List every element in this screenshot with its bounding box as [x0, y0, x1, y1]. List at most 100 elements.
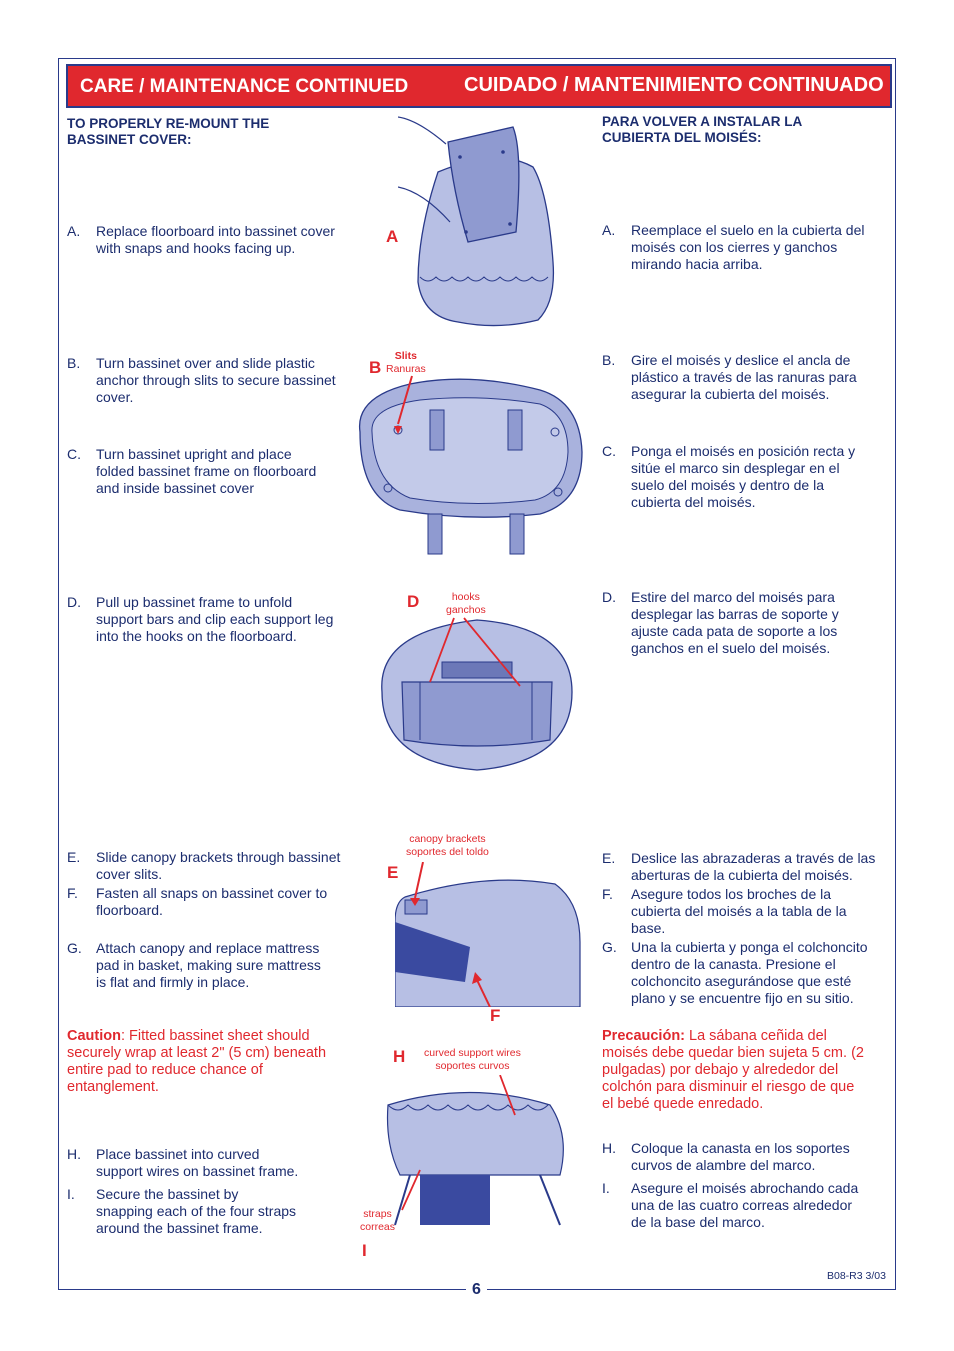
step-line: snapping each of the four straps	[96, 1203, 297, 1219]
heading-line: CUBIERTA DEL MOISÉS:	[602, 130, 762, 145]
step-letter: I.	[602, 1180, 610, 1196]
caution-line: La sábana ceñida del	[685, 1028, 827, 1044]
step-letter: H.	[67, 1146, 81, 1162]
illustration-d	[381, 617, 573, 771]
step-line: mirando hacia arriba.	[631, 256, 763, 272]
figure-label-f: F	[490, 1006, 501, 1025]
step-line: suelo del moisés y dentro de la	[631, 477, 824, 493]
illustration-h	[386, 1075, 564, 1226]
illustration-b	[358, 375, 583, 555]
figure-label-a: A	[386, 227, 399, 246]
step-letter: G.	[602, 939, 617, 955]
step-line: base.	[631, 920, 666, 936]
callout-text: curved support wires	[424, 1047, 521, 1059]
step-line: Coloque la canasta en los soportes	[631, 1140, 850, 1156]
step-line: Attach canopy and replace mattress	[96, 940, 320, 956]
illustration-e	[395, 862, 581, 1007]
step-line: curvos de alambre del marco.	[631, 1157, 816, 1173]
callout-text: ganchos	[446, 604, 486, 616]
step-line: desplegar las barras de soporte y	[631, 606, 839, 622]
step-line: Estire del marco del moisés para	[631, 589, 835, 605]
step-line: support bars and clip each support leg	[96, 611, 334, 627]
section-header: CARE / MAINTENANCE CONTINUED CUIDADO / M…	[66, 64, 892, 108]
step-line: Slide canopy brackets through bassinet	[96, 849, 341, 865]
step-line: into the hooks on the floorboard.	[96, 628, 297, 644]
step-line: de la base del marco.	[631, 1214, 765, 1230]
callout-slits: Slits Ranuras	[386, 350, 426, 376]
step-line: moisés con los cierres y ganchos	[631, 239, 838, 255]
step-line: pad in basket, making sure mattress	[96, 957, 321, 973]
step-line: support wires on bassinet frame.	[96, 1163, 299, 1179]
callout-text: canopy brackets	[409, 833, 486, 845]
step-line: plano y se encuentre fijo en su sitio.	[631, 990, 854, 1006]
figure-label-i: I	[362, 1241, 367, 1260]
caution-line: pulgadas) por debajo y alrededor del	[602, 1062, 839, 1078]
caution-line: : Fitted bassinet sheet should	[120, 1028, 310, 1044]
heading-line: PARA VOLVER A INSTALAR LA	[602, 114, 803, 129]
step-line: Asegure todos los broches de la	[631, 886, 832, 902]
callout-canopy-brackets: canopy brackets soportes del toldo	[406, 833, 489, 859]
step-letter: B.	[67, 355, 81, 371]
step-line: Pull up bassinet frame to unfold	[96, 594, 293, 610]
step-line: Gire el moisés y deslice el ancla de	[631, 352, 851, 368]
step-letter: A.	[602, 222, 616, 238]
step-line: Secure the bassinet by	[96, 1186, 239, 1202]
callout-text: hooks	[451, 591, 480, 603]
step-line: anchor through slits to secure bassinet	[96, 372, 336, 388]
figure-label-h: H	[393, 1047, 406, 1066]
callout-text: soportes curvos	[435, 1060, 510, 1072]
step-line: folded bassinet frame on floorboard	[96, 463, 317, 479]
step-letter: H.	[602, 1140, 616, 1156]
header-title-en: CARE / MAINTENANCE CONTINUED	[80, 76, 409, 97]
caution-line: entire pad to reduce chance of	[67, 1062, 263, 1078]
step-line: cover.	[96, 389, 134, 405]
step-line: Turn bassinet over and slide plastic	[96, 355, 315, 371]
callout-text: Slits	[394, 350, 417, 362]
step-line: with snaps and hooks facing up.	[96, 240, 296, 256]
step-letter: I.	[67, 1186, 75, 1202]
step-line: floorboard.	[96, 902, 163, 918]
step-line: around the bassinet frame.	[96, 1220, 263, 1236]
step-letter: A.	[67, 223, 81, 239]
step-letter: C.	[67, 446, 81, 462]
caution-label: Caution	[67, 1028, 121, 1044]
document-code: B08-R3 3/03	[827, 1270, 886, 1282]
step-line: Place bassinet into curved	[96, 1146, 260, 1162]
step-line: cubierta del moisés.	[631, 494, 756, 510]
caution-label: Precaución:	[602, 1028, 685, 1044]
step-line: una de las cuatro correas alrededor	[631, 1197, 853, 1213]
step-line: asegurar la cubierta del moisés.	[631, 386, 830, 402]
figure-label-e: E	[387, 863, 399, 882]
step-letter: G.	[67, 940, 82, 956]
illustration-a	[398, 116, 555, 327]
step-line: ganchos en el suelo del moisés.	[631, 640, 831, 656]
english-heading: TO PROPERLY RE-MOUNT THE BASSINET COVER:	[67, 116, 269, 148]
page-number: 6	[466, 1281, 487, 1299]
spanish-heading: PARA VOLVER A INSTALAR LA CUBIERTA DEL M…	[602, 114, 802, 146]
caution-line: securely wrap at least 2" (5 cm) beneath	[67, 1045, 327, 1061]
step-letter: E.	[67, 849, 81, 865]
step-line: cubierta del moisés a la tabla de la	[631, 903, 847, 919]
heading-line: TO PROPERLY RE-MOUNT THE	[67, 116, 270, 131]
caution-line: el bebé quede enredado.	[602, 1096, 764, 1112]
callout-text: straps	[363, 1208, 392, 1220]
step-letter: E.	[602, 850, 616, 866]
callout-hooks: hooks ganchos	[446, 591, 486, 617]
callout-text: Ranuras	[386, 363, 426, 375]
callout-straps: straps correas	[360, 1208, 395, 1234]
caution-line: moisés debe quedar bien sujeta 5 cm. (2	[602, 1045, 864, 1061]
figure-label-d: D	[407, 592, 420, 611]
spanish-caution: Precaución: La sábana ceñida del moisés …	[602, 1028, 892, 1113]
step-line: Replace floorboard into bassinet cover	[96, 223, 335, 239]
step-letter: F.	[67, 885, 78, 901]
step-line: ajuste cada pata de soporte a los	[631, 623, 838, 639]
step-line: dentro de la canasta. Presione el	[631, 956, 836, 972]
step-letter: F.	[602, 886, 613, 902]
callout-curved-wires: curved support wires soportes curvos	[424, 1047, 521, 1073]
caution-line: colchón para disminuir el riesgo de que	[602, 1079, 855, 1095]
caution-line: entanglement.	[67, 1079, 159, 1095]
step-line: Asegure el moisés abrochando cada	[631, 1180, 859, 1196]
step-letter: C.	[602, 443, 616, 459]
step-letter: D.	[602, 589, 616, 605]
step-line: Deslice las abrazaderas a través de las	[631, 850, 876, 866]
